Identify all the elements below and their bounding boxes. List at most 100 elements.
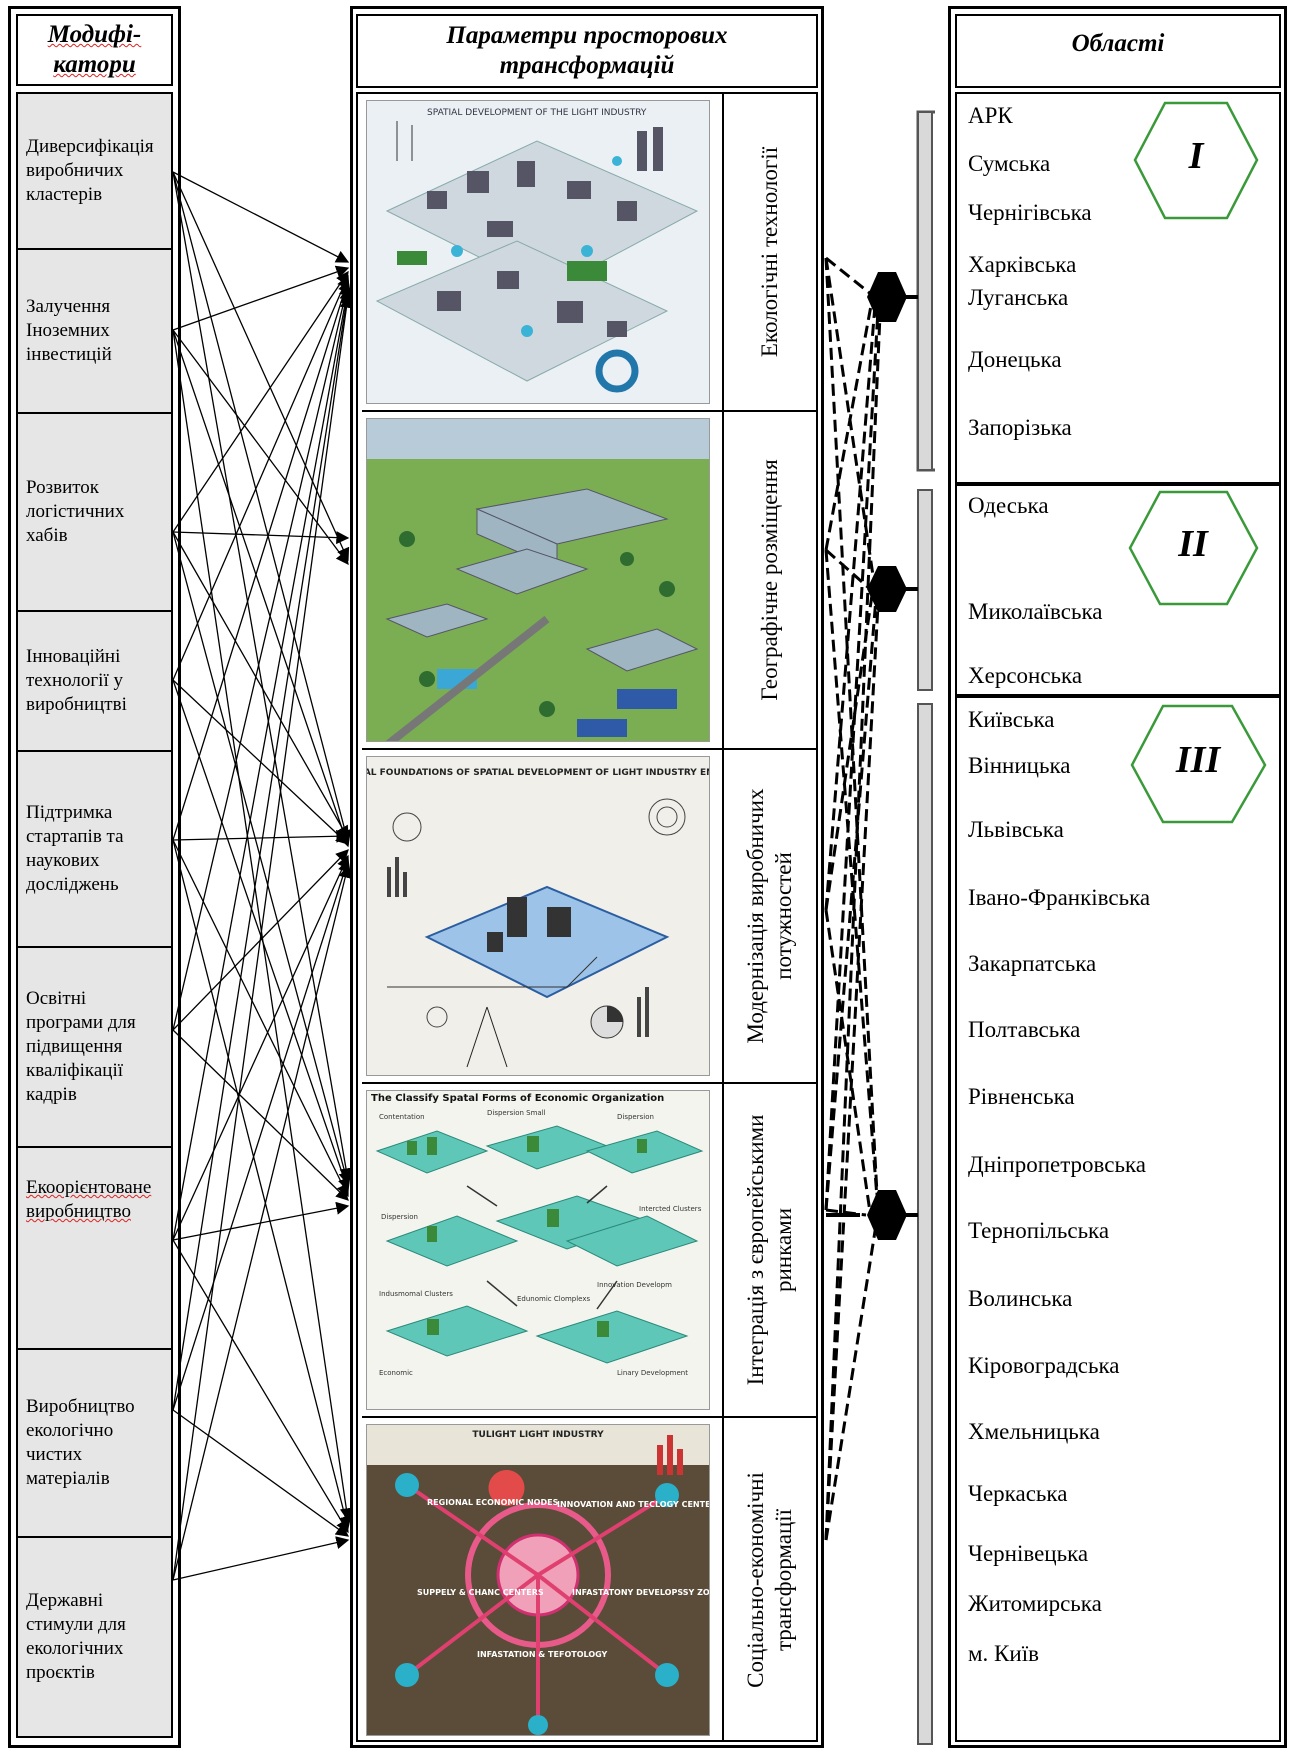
parameter-label-cell: Інтеграція з європейськими ринками [722,1084,816,1416]
modifier-label: Виробництво екологічно чистих матеріалів [26,1396,135,1489]
group-1-hexagon [1133,101,1259,220]
modifier-item: Диверсифікація виробничих кластерів [18,94,171,250]
parameter-label-cell: Соціально-економічні трансформації [722,1418,816,1742]
parameter-label-cell: Географічне розміщення [722,412,816,748]
region-group-1 [955,92,1281,484]
image-label: Dispersion [617,1113,654,1121]
image-label: Indusmomal Clusters [379,1290,453,1298]
socioeconomic-illustration: TULIGHT LIGHT INDUSTRY REGIONAL ECONOMIC… [366,1424,710,1736]
region-name: Київська [968,707,1055,732]
modifier-item: Інноваційні технології у виробництві [18,612,171,752]
image-label: INFASTATONY DEVELOPSSY ZONES [572,1588,709,1597]
modifier-label: Диверсифікація виробничих кластерів [26,136,154,205]
modernization-illustration: THEORETICAL FOUNDATIONS OF SPATIAL DEVEL… [366,756,710,1076]
group-3-numeral: III [1175,739,1221,781]
region-name: Закарпатська [968,951,1097,976]
region-name: Хмельницька [968,1419,1100,1444]
region-name: Тернопільська [968,1218,1110,1243]
image-label: Dispersion Small [487,1109,546,1117]
image-caption: TULIGHT LIGHT INDUSTRY [472,1430,604,1440]
region-name: Дніпропетровська [968,1152,1147,1177]
region-name: Івано-Франківська [968,885,1151,910]
modifier-item: Підтримка стартапів та наукових дослідже… [18,752,171,948]
region-name: Луганська [968,285,1069,310]
region-name: Черкаська [968,1481,1068,1506]
region-name: Полтавська [968,1017,1081,1042]
region-name: Херсонська [968,663,1083,688]
image-label: Economic [379,1369,413,1377]
industrial-park-image [367,419,709,741]
region-group-2 [955,484,1281,696]
region-name: Львівська [968,817,1064,842]
modifier-label: Залучення Іноземних інвестицій [26,296,112,365]
regional-nodes-image: TULIGHT LIGHT INDUSTRY REGIONAL ECONOMIC… [367,1425,709,1735]
infographic-image: THEORETICAL FOUNDATIONS OF SPATIAL DEVEL… [367,757,709,1075]
parameters-grid [356,92,818,1742]
modifier-label: Розвиток логістичних хабів [26,477,125,546]
image-label: Contentation [379,1113,425,1121]
image-label: Linary Development [617,1369,688,1377]
modifier-item: Освітні програми для підвищення кваліфік… [18,948,171,1148]
modifier-label: Підтримка стартапів та наукових дослідже… [26,802,124,895]
modifiers-header: Модифі-катори [16,14,173,86]
image-label: Dispersion [381,1213,418,1221]
modifier-label: Освітні програми для підвищення кваліфік… [26,988,136,1105]
image-label: Innovation Developm [597,1281,672,1289]
region-name: Вінницька [968,753,1071,778]
region-name: Одеська [968,493,1049,518]
parameter-panel: The Classify Spatal Forms of Economic Or… [362,1084,816,1418]
modifier-item: Екоорієнтоване виробництво [18,1148,171,1350]
parameter-label-cell: Модернізація виробничих потужностей [722,750,816,1082]
regions-header: Області [955,14,1281,88]
regions-header-text: Області [1071,30,1165,57]
eco-tech-illustration: SPATIAL DEVELOPMENT OF THE LIGHT INDUSTR… [366,100,710,404]
isometric-factory-image: SPATIAL DEVELOPMENT OF THE LIGHT INDUSTR… [367,101,709,403]
image-caption: SPATIAL DEVELOPMENT OF THE LIGHT INDUSTR… [427,108,647,118]
image-label: INNOVATION AND TECLOGY CENTERS [557,1500,709,1509]
modifier-label: Державні стимули для екологічних проєкті… [26,1590,126,1683]
parameter-panel: TULIGHT LIGHT INDUSTRY REGIONAL ECONOMIC… [362,1418,816,1742]
region-name: Донецька [968,347,1062,372]
group-2-hexagon [1128,490,1259,606]
image-label: Intercted Clusters [639,1205,702,1213]
image-label: INFASTATION & TEFOTOLOGY [477,1650,608,1659]
region-name: Миколаївська [968,599,1103,624]
group-3-hexagon [1130,704,1267,824]
parameters-header: Параметри просторових трансформацій [356,14,818,88]
modifier-item: Розвиток логістичних хабів [18,414,171,612]
image-label: Edunomic Clomplexs [517,1295,591,1303]
region-name: Сумська [968,151,1051,176]
group-1-numeral: I [1188,135,1204,177]
region-name: Рівненська [968,1084,1075,1109]
region-name: АРК [968,103,1013,128]
image-label: REGIONAL ECONOMIC NODES [427,1498,559,1507]
economic-forms-image: The Classify Spatal Forms of Economic Or… [367,1091,709,1409]
modifiers-list: Диверсифікація виробничих кластерів Залу… [16,92,173,1738]
integration-illustration: The Classify Spatal Forms of Economic Or… [366,1090,710,1410]
modifier-label: Інноваційні технології у виробництві [26,646,127,715]
region-name: Харківська [968,252,1077,277]
modifier-label: Екоорієнтоване виробництво [26,1177,152,1222]
region-name: м. Київ [968,1641,1039,1666]
region-name: Запорізька [968,415,1072,440]
parameter-panel: Географічне розміщення [362,412,816,750]
region-name: Чернівецька [968,1541,1089,1566]
image-caption: The Classify Spatal Forms of Economic Or… [371,1093,664,1104]
modifier-item: Виробництво екологічно чистих матеріалів [18,1350,171,1538]
modifier-item: Державні стимули для екологічних проєкті… [18,1538,171,1736]
regions-column-frame [948,6,1287,1748]
parameters-header-text: Параметри просторових трансформацій [446,22,728,79]
region-name: Чернігівська [968,200,1092,225]
group-2-numeral: II [1178,523,1208,565]
region-name: Волинська [968,1286,1073,1311]
image-label: SUPPELY & CHANC CENTERS [417,1588,544,1597]
region-name: Житомирська [968,1591,1102,1616]
region-group-3 [955,696,1281,1742]
parameter-label-cell: Екологічні технології [722,94,816,410]
parameter-panel: SPATIAL DEVELOPMENT OF THE LIGHT INDUSTR… [362,94,816,412]
parameter-panel: THEORETICAL FOUNDATIONS OF SPATIAL DEVEL… [362,750,816,1084]
modifiers-header-text: Модифі-катори [47,21,142,78]
region-name: Кіровоградська [968,1353,1120,1378]
image-caption: THEORETICAL FOUNDATIONS OF SPATIAL DEVEL… [367,768,709,778]
